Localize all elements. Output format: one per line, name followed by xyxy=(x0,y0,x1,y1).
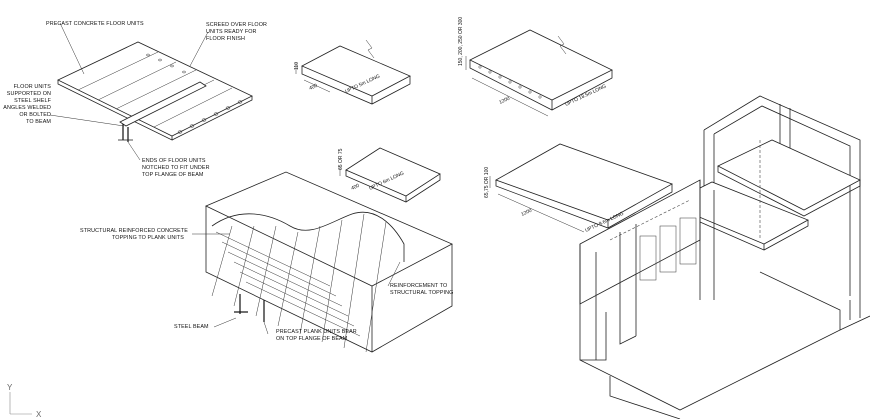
label-floor-units-2: SUPPORTED ON xyxy=(7,91,51,97)
dim-slab-a-width: 400 xyxy=(308,83,318,92)
label-floor-units-5: OR BOLTED xyxy=(19,112,51,118)
slab-c-detail xyxy=(465,29,613,117)
dim-slab-b-width: 400 xyxy=(350,183,360,192)
label-screed-1: SCREED OVER FLOOR xyxy=(206,22,267,28)
dim-slab-d-width: 1200 xyxy=(520,208,533,218)
label-reinforcement-2: STRUCTURAL TOPPING xyxy=(390,290,453,296)
label-steel-beam: STEEL BEAM xyxy=(174,324,209,330)
label-plank-1: PRECAST PLANK UNITS BEAR xyxy=(276,329,357,335)
label-plank-2: ON TOP FLANGE OF BEAM xyxy=(276,336,348,342)
label-reinforcement-1: REINFORCEMENT TO xyxy=(390,283,447,289)
ucs-x-label: X xyxy=(36,410,42,419)
building-isometric xyxy=(579,95,870,419)
label-floor-units-1: FLOOR UNITS xyxy=(14,84,52,90)
label-screed-2: UNITS READY FOR xyxy=(206,29,257,35)
ucs-axis-icon xyxy=(9,392,32,415)
dim-slab-c-thickness: 150, 200, 250 OR 300 xyxy=(458,17,464,66)
dim-slab-a-thickness: 110 xyxy=(294,62,300,70)
dim-slab-b-thickness: 65 OR 75 xyxy=(338,148,344,170)
label-ends-1: ENDS OF FLOOR UNITS xyxy=(142,158,206,164)
slab-b-detail xyxy=(339,147,441,203)
label-floor-units-4: ANGLES WELDED xyxy=(3,105,51,111)
structural-topping-detail xyxy=(192,171,453,353)
label-floor-units-6: TO BEAM xyxy=(26,119,51,125)
slab-d-detail xyxy=(489,143,673,233)
label-precast-floor-units: PRECAST CONCRETE FLOOR UNITS xyxy=(46,21,144,27)
slab-a-detail xyxy=(295,39,411,105)
label-screed-3: FLOOR FINISH xyxy=(206,36,245,42)
label-topping-1: STRUCTURAL REINFORCED CONCRETE xyxy=(80,228,188,234)
label-ends-2: NOTCHED TO FIT UNDER xyxy=(142,165,210,171)
precast-floor-units-detail xyxy=(49,22,253,161)
label-floor-units-3: STEEL SHELF xyxy=(14,98,51,104)
ucs-y-label: Y xyxy=(7,383,13,392)
dim-slab-c-width: 1200 xyxy=(498,96,511,106)
dim-slab-d-thickness: 65,75 OR 100 xyxy=(484,167,490,198)
label-ends-3: TOP FLANGE OF BEAM xyxy=(142,172,204,178)
label-topping-2: TOPPING TO PLANK UNITS xyxy=(112,235,184,241)
